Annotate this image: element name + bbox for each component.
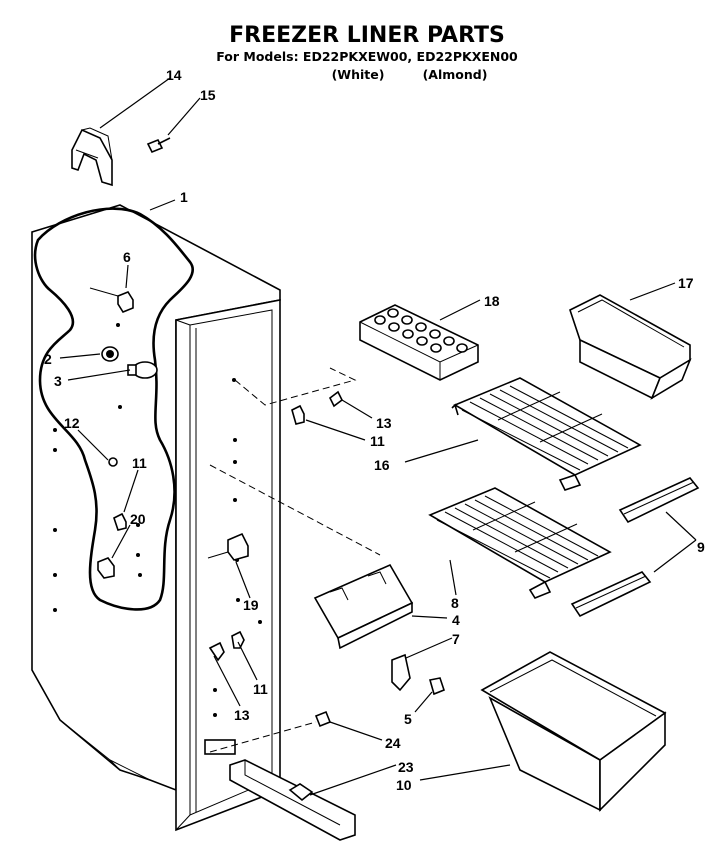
callout-1: 1 xyxy=(180,189,188,205)
part-19-fan-clip xyxy=(207,532,249,561)
callout-13-upper: 13 xyxy=(376,415,392,431)
callout-15: 15 xyxy=(200,87,216,103)
guide-line-middle xyxy=(209,464,381,556)
part-15-screw xyxy=(146,137,171,154)
color-almond-label: (Almond) xyxy=(423,67,488,82)
callout-17: 17 xyxy=(678,275,694,291)
callout-8: 8 xyxy=(451,595,459,611)
callout-4: 4 xyxy=(452,612,460,628)
part-11-clip-left xyxy=(113,512,127,531)
part-13-upper-bracket xyxy=(328,390,344,408)
callout-16: 16 xyxy=(374,457,390,473)
callout-24: 24 xyxy=(385,735,401,751)
callout-20: 20 xyxy=(130,511,146,527)
callout-3: 3 xyxy=(54,373,62,389)
part-14-hinge-bracket xyxy=(71,127,113,187)
part-3-light-bulb xyxy=(127,361,158,379)
part-5-screw xyxy=(428,677,445,696)
guide-line-lower xyxy=(209,721,317,753)
callout-5: 5 xyxy=(404,711,412,727)
part-20-clamp xyxy=(97,557,115,579)
part-4-shelf-support xyxy=(313,563,414,650)
callout-12: 12 xyxy=(64,415,80,431)
callout-18: 18 xyxy=(484,293,500,309)
part-13-lower-bracket xyxy=(208,641,225,662)
callout-numbers: 14 15 1 6 2 3 12 11 20 13 11 18 17 16 8 … xyxy=(44,67,705,793)
callout-leaders xyxy=(59,77,697,796)
part-8-wire-shelf-lower xyxy=(428,487,612,599)
part-1-freezer-liner xyxy=(31,204,281,832)
part-23-bottom-bracket xyxy=(229,759,356,841)
callout-11-upper: 11 xyxy=(370,433,385,449)
part-11-upper-clip xyxy=(291,404,305,425)
callout-10: 10 xyxy=(396,777,412,793)
diagram-title: FREEZER LINER PARTS xyxy=(229,23,505,48)
part-9-shelf-rails xyxy=(570,477,700,618)
part-18-ice-cube-tray xyxy=(359,304,479,381)
callout-2: 2 xyxy=(44,351,52,367)
guide-line-upper xyxy=(234,367,357,406)
color-white-label: (White) xyxy=(332,67,385,82)
part-11-lower-clip xyxy=(231,630,245,649)
part-6-clip xyxy=(89,287,134,313)
callout-23: 23 xyxy=(398,759,414,775)
callout-14: 14 xyxy=(166,67,182,83)
part-24-screw xyxy=(314,710,332,728)
callout-9: 9 xyxy=(697,539,705,555)
part-7-bracket xyxy=(391,653,411,692)
part-12-grommet xyxy=(108,457,118,467)
part-2-light-socket xyxy=(101,346,119,362)
callout-19: 19 xyxy=(243,597,259,613)
callout-7: 7 xyxy=(452,631,460,647)
callout-13-lower: 13 xyxy=(234,707,250,723)
callout-6: 6 xyxy=(123,249,131,265)
callout-11-left: 11 xyxy=(132,455,147,471)
models-line: For Models: ED22PKXEW00, ED22PKXEN00 xyxy=(216,49,518,64)
part-17-door-bin xyxy=(569,294,692,400)
part-10-freezer-basket xyxy=(480,651,667,812)
callout-11-lower: 11 xyxy=(253,681,268,697)
part-16-wire-shelf-upper xyxy=(451,377,642,491)
